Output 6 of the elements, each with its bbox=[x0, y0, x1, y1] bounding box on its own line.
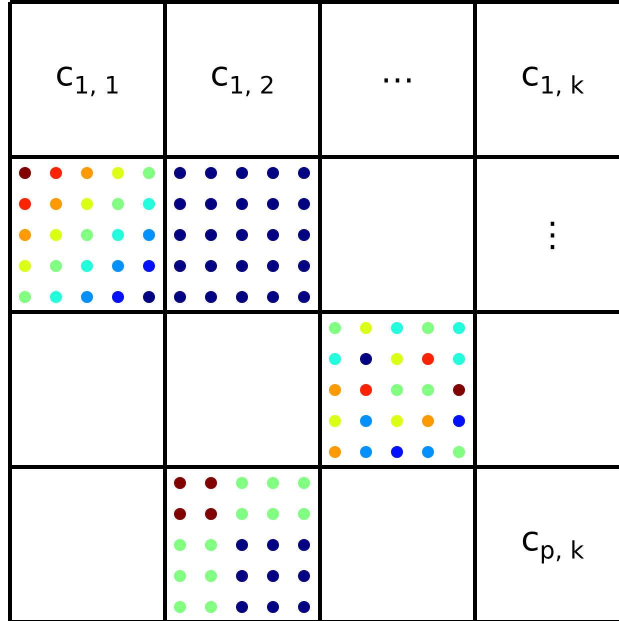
math-label: c$_{1, 1}$ bbox=[55, 54, 120, 101]
math-label: c$_{1, 2}$ bbox=[210, 54, 275, 101]
math-label: c$_{p, k}$ bbox=[520, 519, 584, 566]
math-label: ⋯ bbox=[380, 60, 414, 100]
math-label: ⋮ bbox=[536, 214, 570, 254]
math-label: c$_{1, k}$ bbox=[520, 54, 584, 101]
